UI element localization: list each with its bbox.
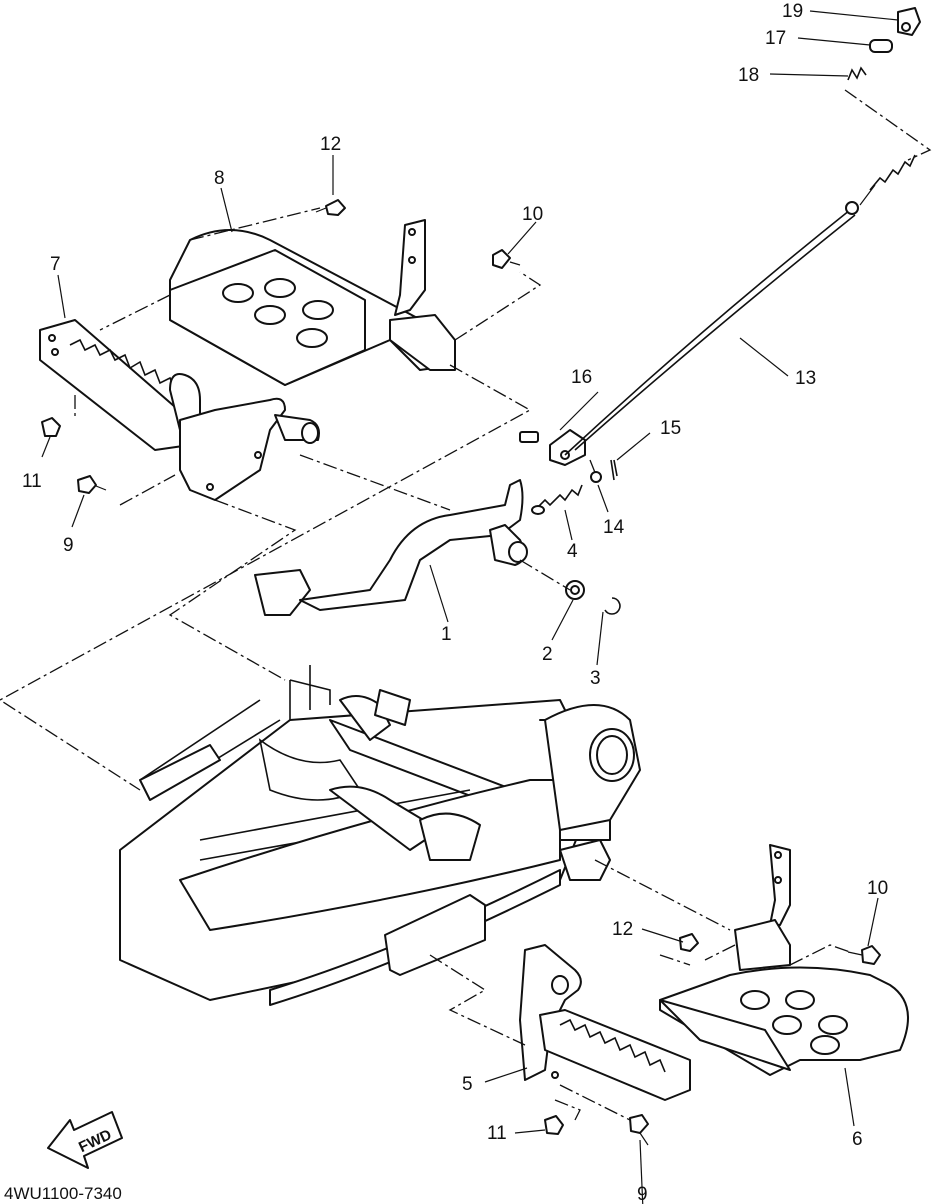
- part-14-washer: [590, 471, 602, 483]
- diagram-code: 4WU1100-7340: [4, 1184, 122, 1203]
- callout-19: 19: [782, 1, 803, 22]
- bolt-9-right: [629, 1114, 649, 1146]
- part-7-left-footpeg: [39, 319, 201, 451]
- part-16-clevis-pin: [519, 429, 586, 466]
- bolt-10-right: [847, 945, 881, 965]
- callout-3: 3: [590, 668, 601, 689]
- part-19-adjust-nut: [897, 7, 921, 36]
- bolt-9-left: [77, 475, 107, 494]
- part-5-right-footpeg: [519, 944, 691, 1101]
- nut-11-right: [544, 1115, 564, 1135]
- callout-11-right: 11: [487, 1123, 507, 1144]
- part-15-cotter-pin: [610, 459, 618, 481]
- callout-7: 7: [50, 254, 61, 275]
- callout-labels: 19 17 18 13 15 16 14 4 1 2 3 12 8 10 7 1…: [22, 1, 888, 1204]
- callout-6: 6: [852, 1129, 863, 1150]
- left-pivot-bracket: [179, 397, 320, 501]
- callout-8: 8: [214, 168, 225, 189]
- callout-2: 2: [542, 644, 553, 665]
- nut-11-left: [41, 417, 61, 437]
- callout-5: 5: [462, 1074, 473, 1095]
- callout-1: 1: [441, 624, 452, 645]
- callout-10-top: 10: [522, 204, 543, 225]
- callout-15: 15: [660, 418, 681, 439]
- part-2-washer: [565, 580, 585, 600]
- callout-9-left: 9: [63, 535, 74, 556]
- leader-lines: [41, 10, 899, 1204]
- part-8-left-footrest-bracket: [169, 219, 456, 386]
- bolt-10-left: [492, 249, 521, 269]
- part-4-spring: [531, 484, 583, 515]
- callout-9-right: 9: [637, 1184, 648, 1204]
- callout-13: 13: [795, 368, 816, 389]
- part-3-circlip: [604, 597, 621, 615]
- frame: [119, 665, 641, 1006]
- callout-14: 14: [603, 517, 625, 538]
- callout-18: 18: [738, 65, 759, 86]
- part-17-pin: [869, 39, 893, 53]
- callout-12-right: 12: [612, 919, 633, 940]
- callout-17: 17: [765, 28, 786, 49]
- callout-16: 16: [571, 367, 592, 388]
- callout-11-left: 11: [22, 471, 42, 492]
- callout-4: 4: [567, 541, 578, 562]
- bolt-12-left: [315, 199, 346, 216]
- part-13-brake-rod: [564, 154, 916, 456]
- part-18-spring: [847, 66, 867, 81]
- assembly-lines: [0, 89, 932, 1121]
- part-1-brake-pedal: [254, 479, 528, 616]
- fwd-arrow-icon: FWD: [47, 1111, 123, 1169]
- callout-10-right: 10: [867, 878, 888, 899]
- bolt-12-right: [679, 933, 699, 952]
- callout-12-top: 12: [320, 134, 341, 155]
- part-6-right-footrest-bracket: [659, 844, 909, 1076]
